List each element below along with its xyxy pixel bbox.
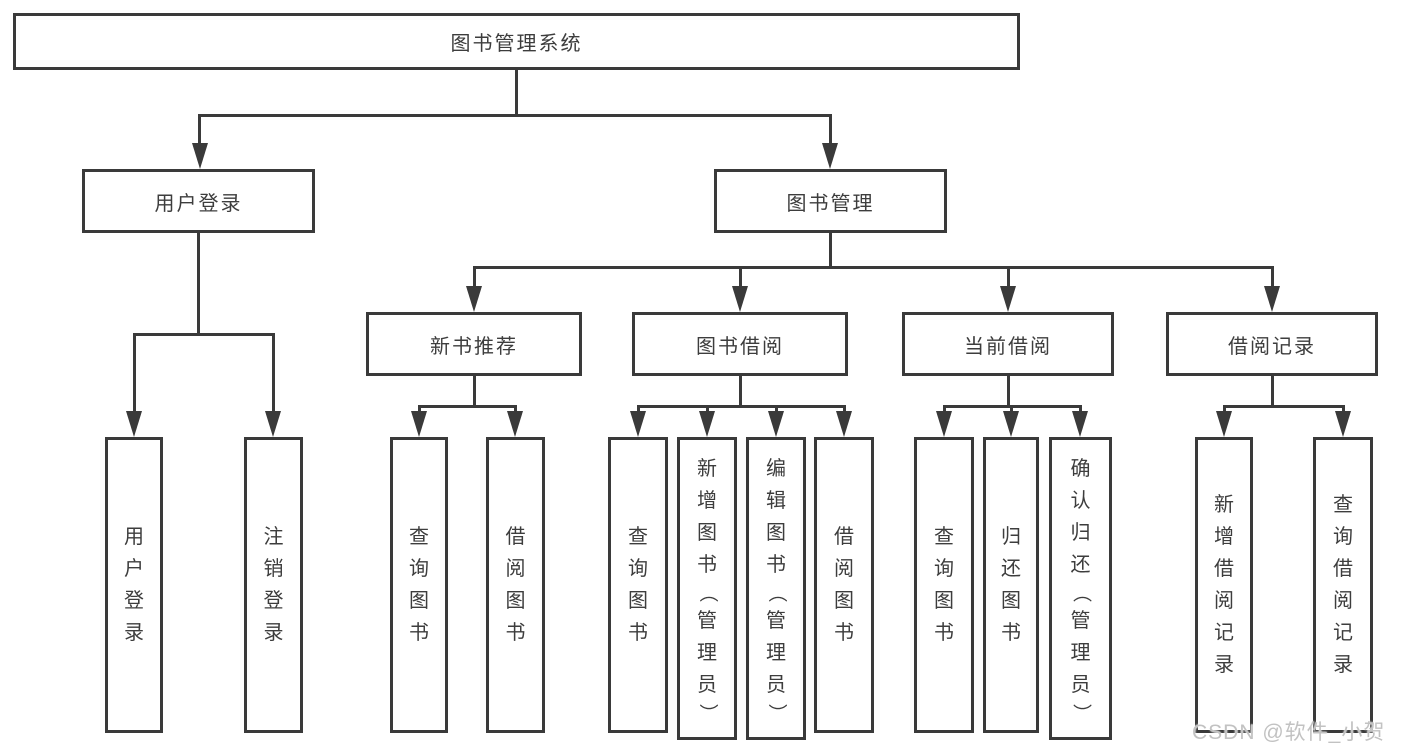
arrow-down — [1216, 411, 1232, 437]
leaf-borrow-query-books: 查询图书 — [608, 437, 668, 733]
arrow-down — [630, 411, 646, 437]
connector-user-stub — [272, 333, 275, 413]
connector-level1-hline — [198, 114, 832, 117]
connector-level2-hline — [473, 266, 1274, 269]
arrow-down — [836, 411, 852, 437]
leaf-borrow-add-books-admin: 新增图书（管理员） — [677, 437, 737, 740]
connector-bookmgmt-trunk — [829, 233, 832, 269]
node-borrowing-records: 借阅记录 — [1166, 312, 1378, 376]
connector-level1-stub-right — [829, 114, 832, 146]
node-label: 图书管理 — [786, 192, 875, 215]
leaf-newbook-query-books: 查询图书 — [390, 437, 448, 733]
leaf-current-confirm-return-admin: 确认归还（管理员） — [1049, 437, 1112, 740]
arrow-down — [936, 411, 952, 437]
arrow-down — [507, 411, 523, 437]
node-label: 当前借阅 — [964, 335, 1052, 358]
connector-records-trunk — [1271, 376, 1274, 408]
arrow-down — [1072, 411, 1088, 437]
arrow-down — [1335, 411, 1351, 437]
leaf-current-return-books: 归还图书 — [983, 437, 1039, 733]
connector-level2-stub — [1007, 266, 1010, 290]
leaf-newbook-borrow-books: 借阅图书 — [486, 437, 545, 733]
node-library-management-system: 图书管理系统 — [13, 13, 1020, 70]
connector-user-stub — [133, 333, 136, 413]
node-book-borrowing: 图书借阅 — [632, 312, 848, 376]
connector-level1-stub-left — [198, 114, 201, 146]
connector-current-trunk — [1007, 376, 1010, 408]
arrow-down — [265, 411, 281, 437]
node-label: 用户登录 — [154, 192, 243, 215]
connector-level2-stub — [473, 266, 476, 290]
connector-borrow-trunk — [739, 376, 742, 408]
node-label: 图书借阅 — [696, 335, 784, 358]
arrow-down — [699, 411, 715, 437]
arrow-down — [822, 143, 838, 169]
node-label: 图书管理系统 — [450, 33, 583, 55]
leaf-current-query-books: 查询图书 — [914, 437, 974, 733]
arrow-down — [466, 286, 482, 312]
leaf-user-login: 用户登录 — [105, 437, 163, 733]
leaf-records-query-record: 查询借阅记录 — [1313, 437, 1373, 733]
leaf-logout: 注销登录 — [244, 437, 303, 733]
connector-level2-stub — [739, 266, 742, 290]
arrow-down — [1003, 411, 1019, 437]
connector-records-hline — [1223, 405, 1345, 408]
node-user-login: 用户登录 — [82, 169, 315, 233]
connector-userlogin-trunk — [197, 233, 200, 336]
connector-level2-stub — [1271, 266, 1274, 290]
leaf-borrow-borrow-books: 借阅图书 — [814, 437, 874, 733]
arrow-down — [1000, 286, 1016, 312]
node-label: 新书推荐 — [430, 335, 518, 358]
connector-root-trunk — [515, 70, 518, 117]
node-label: 借阅记录 — [1228, 335, 1316, 358]
node-current-borrowing: 当前借阅 — [902, 312, 1114, 376]
arrow-down — [732, 286, 748, 312]
node-book-management: 图书管理 — [714, 169, 947, 233]
connector-newbook-hline — [418, 405, 517, 408]
arrow-down — [1264, 286, 1280, 312]
leaf-records-add-record: 新增借阅记录 — [1195, 437, 1253, 733]
connector-user-hline — [133, 333, 275, 336]
node-new-book-recommendation: 新书推荐 — [366, 312, 582, 376]
arrow-down — [768, 411, 784, 437]
arrow-down — [192, 143, 208, 169]
arrow-down — [126, 411, 142, 437]
csdn-watermark: CSDN @软件_小贺同学 — [1192, 721, 1386, 744]
connector-newbook-trunk — [473, 376, 476, 408]
connector-borrow-hline — [637, 405, 846, 408]
leaf-borrow-edit-books-admin: 编辑图书（管理员） — [746, 437, 806, 740]
arrow-down — [411, 411, 427, 437]
